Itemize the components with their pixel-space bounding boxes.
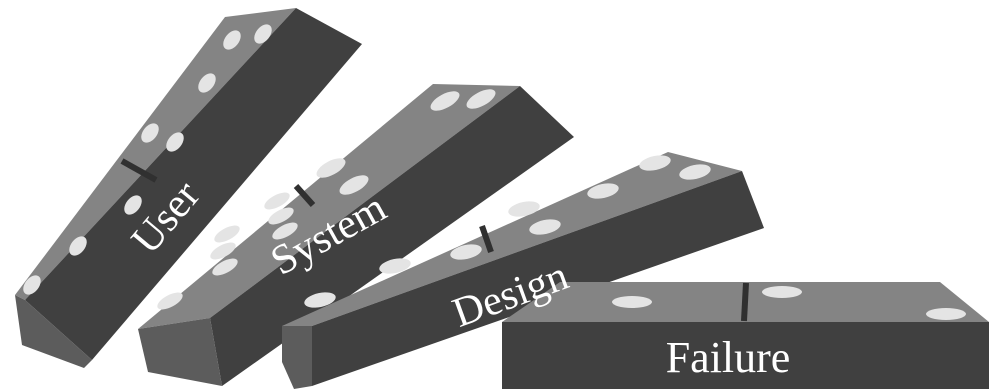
- domino-design-end-face: [282, 326, 312, 389]
- pip: [762, 286, 802, 298]
- domino-system-end-face: [138, 318, 222, 386]
- domino-label-failure: Failure: [666, 333, 791, 382]
- pip: [212, 222, 242, 246]
- pip: [612, 296, 652, 308]
- pip: [926, 308, 966, 320]
- domino-failure-divider: [744, 283, 746, 321]
